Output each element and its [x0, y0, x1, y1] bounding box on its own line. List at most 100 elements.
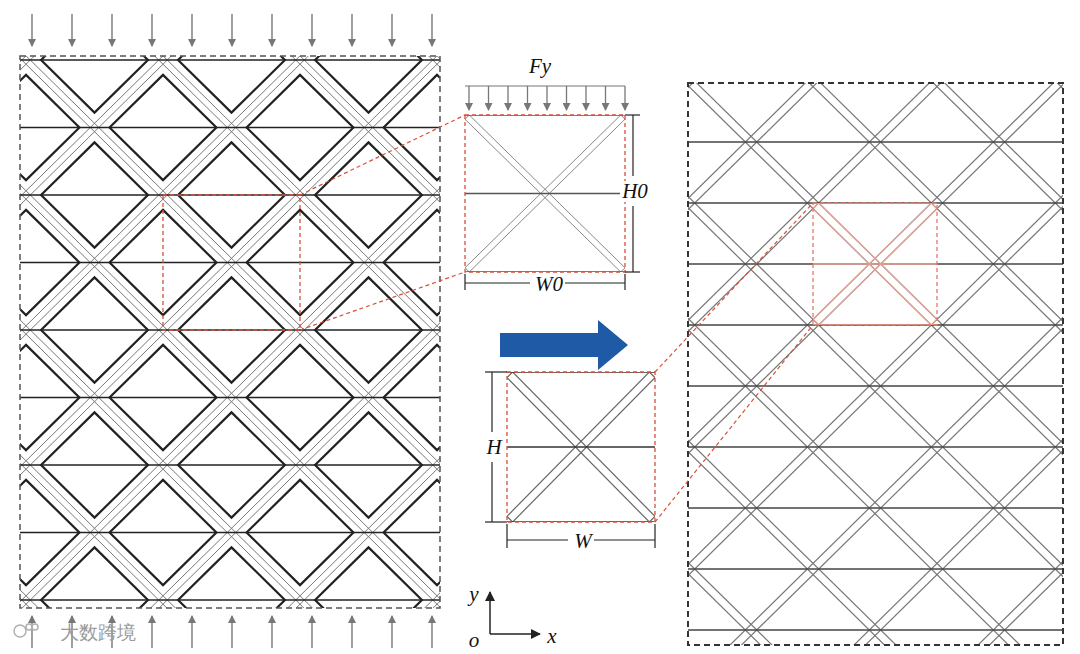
lattice-strut: [813, 203, 937, 325]
lattice-strut: [688, 83, 1063, 645]
lattice-strut: [465, 115, 625, 272]
lattice-strut: [507, 372, 655, 522]
load-arrow: [271, 14, 272, 46]
lattice-strut: [507, 372, 655, 522]
lattice-strut: [465, 115, 625, 272]
lattice-strut: [20, 56, 440, 608]
lattice-strut: [20, 56, 440, 608]
lattice-strut: [20, 56, 440, 608]
lattice-strut: [813, 203, 937, 325]
lattice-strut: [688, 83, 1063, 645]
lattice-strut: [465, 115, 625, 272]
lattice-strut: [813, 203, 937, 325]
lattice-strut: [688, 83, 815, 645]
lattice-strut: [688, 83, 1063, 645]
lattice-strut: [20, 56, 440, 608]
diamond-cell: [247, 480, 354, 585]
lattice-strut: [688, 83, 1063, 645]
lattice-strut: [507, 372, 655, 522]
diamond-cell: [41, 547, 148, 608]
lattice-strut: [688, 83, 1063, 645]
lattice-strut: [465, 115, 625, 272]
zoom-line: [300, 272, 465, 330]
horizontal-strut: [20, 127, 440, 128]
lattice-strut: [20, 56, 151, 608]
lattice-strut: [42, 56, 440, 608]
lattice-strut: [507, 372, 655, 522]
lattice-strut: [688, 83, 1063, 645]
lattice-strut: [507, 372, 655, 522]
horizontal-strut: [465, 193, 625, 194]
lattice-strut: [688, 83, 1063, 645]
lattice-strut: [20, 56, 440, 608]
lattice-strut: [20, 56, 440, 608]
lattice-strut: [20, 56, 147, 608]
lattice-strut: [20, 56, 440, 608]
lattice-strut: [813, 203, 937, 325]
lattice-strut: [20, 56, 425, 608]
diamond-cell: [41, 277, 148, 382]
lattice-strut: [20, 56, 440, 608]
watermark: 大数跨境: [60, 623, 136, 642]
lattice-strut: [813, 203, 937, 325]
diamond-cell: [315, 547, 422, 608]
lattice-strut: [20, 56, 440, 608]
lattice-strut: [465, 115, 625, 272]
lattice-strut: [465, 115, 625, 272]
lattice-strut: [507, 372, 655, 522]
lattice-strut: [813, 203, 937, 325]
lattice-strut: [813, 203, 937, 325]
lattice-strut: [507, 372, 655, 522]
lattice-strut: [813, 203, 937, 325]
lattice-strut: [20, 56, 440, 608]
lattice-strut: [692, 83, 1063, 645]
lattice-strut: [813, 203, 937, 325]
lattice-strut: [465, 115, 625, 272]
lattice-strut: [465, 115, 625, 272]
lattice-strut: [688, 83, 1063, 645]
lattice-strut: [688, 83, 1063, 645]
lattice-strut: [688, 83, 1063, 645]
force-label: Fy: [529, 56, 551, 77]
load-arrow: [71, 14, 72, 46]
dimension-label: H0: [620, 181, 650, 202]
lattice-strut: [20, 56, 440, 608]
lattice-strut: [465, 115, 625, 272]
lattice-strut: [507, 372, 655, 522]
lattice-strut: [507, 372, 655, 522]
lattice-strut: [179, 56, 440, 608]
diamond-cell: [20, 345, 79, 450]
lattice-strut: [20, 56, 284, 608]
diamond-cell: [384, 480, 440, 585]
lattice-strut: [465, 115, 625, 272]
load-arrow: [151, 616, 152, 648]
horizontal-strut: [688, 568, 1063, 569]
lattice-strut: [688, 83, 1063, 645]
lattice-strut: [507, 372, 655, 522]
dimension-lines: [465, 115, 655, 548]
load-arrow: [311, 616, 312, 648]
lattice-strut: [813, 203, 937, 325]
lattice-strut: [688, 83, 939, 645]
lattice-strut: [688, 83, 1063, 645]
lattice-strut: [816, 83, 1063, 645]
lattice-strut: [813, 203, 937, 325]
lattice-strut: [507, 372, 655, 522]
cell-frame: [163, 195, 300, 330]
lattice-strut: [20, 56, 440, 608]
lattice-strut: [507, 372, 655, 522]
load-arrow: [191, 14, 192, 46]
load-arrows: [32, 14, 625, 648]
lattice-strut: [20, 56, 440, 608]
lattice-strut: [813, 203, 937, 325]
lattice-strut: [507, 372, 655, 522]
lattice-strut: [507, 372, 655, 522]
lattice-strut: [688, 83, 1063, 645]
lattice-strut: [507, 372, 655, 522]
lattice-strut: [20, 56, 440, 608]
cell-frame: [465, 115, 625, 272]
lattice-strut: [465, 115, 625, 272]
lattice-strut: [465, 115, 625, 272]
lattice-strut: [813, 203, 937, 325]
lattice-strut: [688, 83, 1063, 645]
